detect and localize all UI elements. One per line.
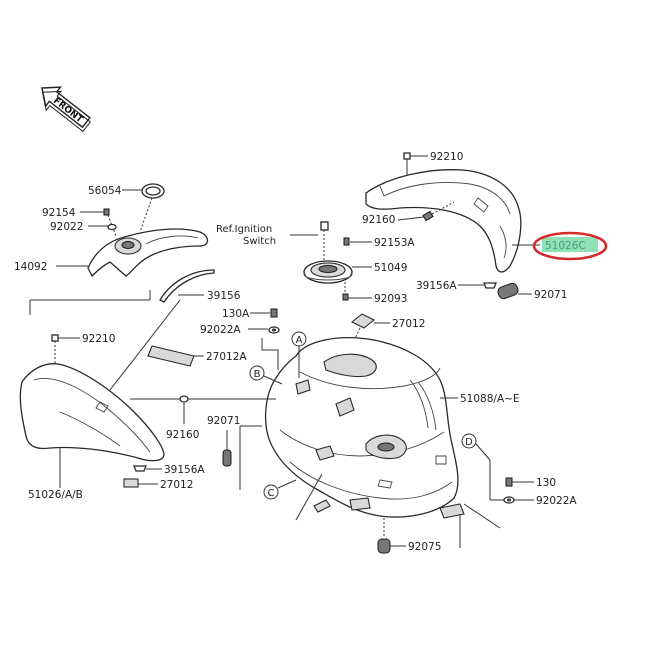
- pad-27012-low: [123, 478, 158, 488]
- part-number-51026ab: 51026/A/B: [28, 489, 83, 501]
- part-number-27012-low: 27012: [160, 479, 193, 491]
- highlight-fill: [542, 237, 598, 252]
- part-number-92210-top: 92210: [430, 151, 463, 163]
- svg-text:C: C: [268, 488, 275, 499]
- part-number-92160-mid: 92160: [166, 429, 199, 441]
- part-number-39156a-low: 39156A: [164, 464, 205, 476]
- washer-92022: [88, 223, 117, 231]
- screw-92160-top: [397, 201, 455, 222]
- part-number-27012a: 27012A: [206, 351, 247, 363]
- fuel-cap-51049: [303, 260, 372, 284]
- callout-c-1: C: [263, 484, 279, 500]
- svg-text:D: D: [465, 437, 473, 448]
- part-number-56054: 56054: [88, 185, 122, 197]
- part-number-27012-mid: 27012: [392, 318, 425, 330]
- front-arrow-icon: FRONT: [41, 86, 92, 133]
- part-number-39156a-right: 39156A: [416, 280, 457, 292]
- cover-14092: [56, 228, 209, 278]
- part-number-51088: 51088/A~E: [460, 393, 520, 405]
- part-number-130: 130: [536, 477, 556, 489]
- highlight-ring: [532, 231, 608, 261]
- clip-39156a-right: [458, 282, 497, 289]
- screw-92154: [80, 208, 117, 237]
- screw-92093: [342, 282, 372, 301]
- fuel-tank-51088: [264, 337, 465, 519]
- bolt-130: [505, 477, 534, 487]
- washer-92022a-right: [503, 496, 534, 504]
- damper-92075: [377, 518, 406, 554]
- part-number-130a: 130A: [222, 308, 250, 320]
- clip-39156a-low: [133, 465, 162, 472]
- part-number-51049: 51049: [374, 262, 407, 274]
- part-number-92022a-mid: 92022A: [200, 324, 241, 336]
- screw-92153a: [343, 237, 372, 246]
- damper-92071-right: [497, 282, 532, 300]
- o-ring-56054: [122, 183, 165, 233]
- part-number-92022: 92022: [50, 221, 83, 233]
- pad-27012a: [147, 345, 204, 367]
- rear-cover-part: [365, 169, 522, 273]
- part-number-14092: 14092: [14, 261, 47, 273]
- pad-lower-center: [295, 473, 331, 521]
- part-number-92022a-right: 92022A: [536, 495, 577, 507]
- part-number-92210-left: 92210: [82, 333, 115, 345]
- bolt-92210-top: [403, 152, 428, 176]
- highlight-label: 51026C: [545, 240, 586, 252]
- svg-text:A: A: [296, 335, 303, 346]
- part-number-92071-right: 92071: [534, 289, 567, 301]
- part-number-92075: 92075: [408, 541, 441, 553]
- bolt-92210-left: [51, 334, 80, 366]
- side-cover-51026ab: [19, 363, 165, 488]
- svg-text:B: B: [254, 369, 261, 380]
- part-number-92071-mid: 92071: [207, 415, 240, 427]
- bolt-130a: [250, 308, 278, 318]
- part-number-39156-left: 39156: [207, 290, 241, 302]
- ref-note-line2: Switch: [243, 236, 276, 247]
- part-number-92154: 92154: [42, 207, 76, 219]
- part-number-92153a: 92153A: [374, 237, 415, 249]
- part-number-92093: 92093: [374, 293, 407, 305]
- callout-b-1: B: [249, 365, 265, 381]
- highlight-51026c[interactable]: 51026C: [512, 231, 608, 261]
- ignition-bolt: [320, 221, 329, 262]
- callout-a-1: A: [291, 331, 307, 347]
- damper-92071-mid: [222, 425, 262, 490]
- ref-note-line1: Ref.Ignition: [216, 224, 272, 235]
- part-number-92160-top: 92160: [362, 214, 395, 226]
- screw-92160-mid: [130, 395, 276, 424]
- washer-92022a-mid: [248, 326, 280, 334]
- callout-d-1: D: [461, 433, 477, 449]
- seal-39156-left: [159, 269, 215, 303]
